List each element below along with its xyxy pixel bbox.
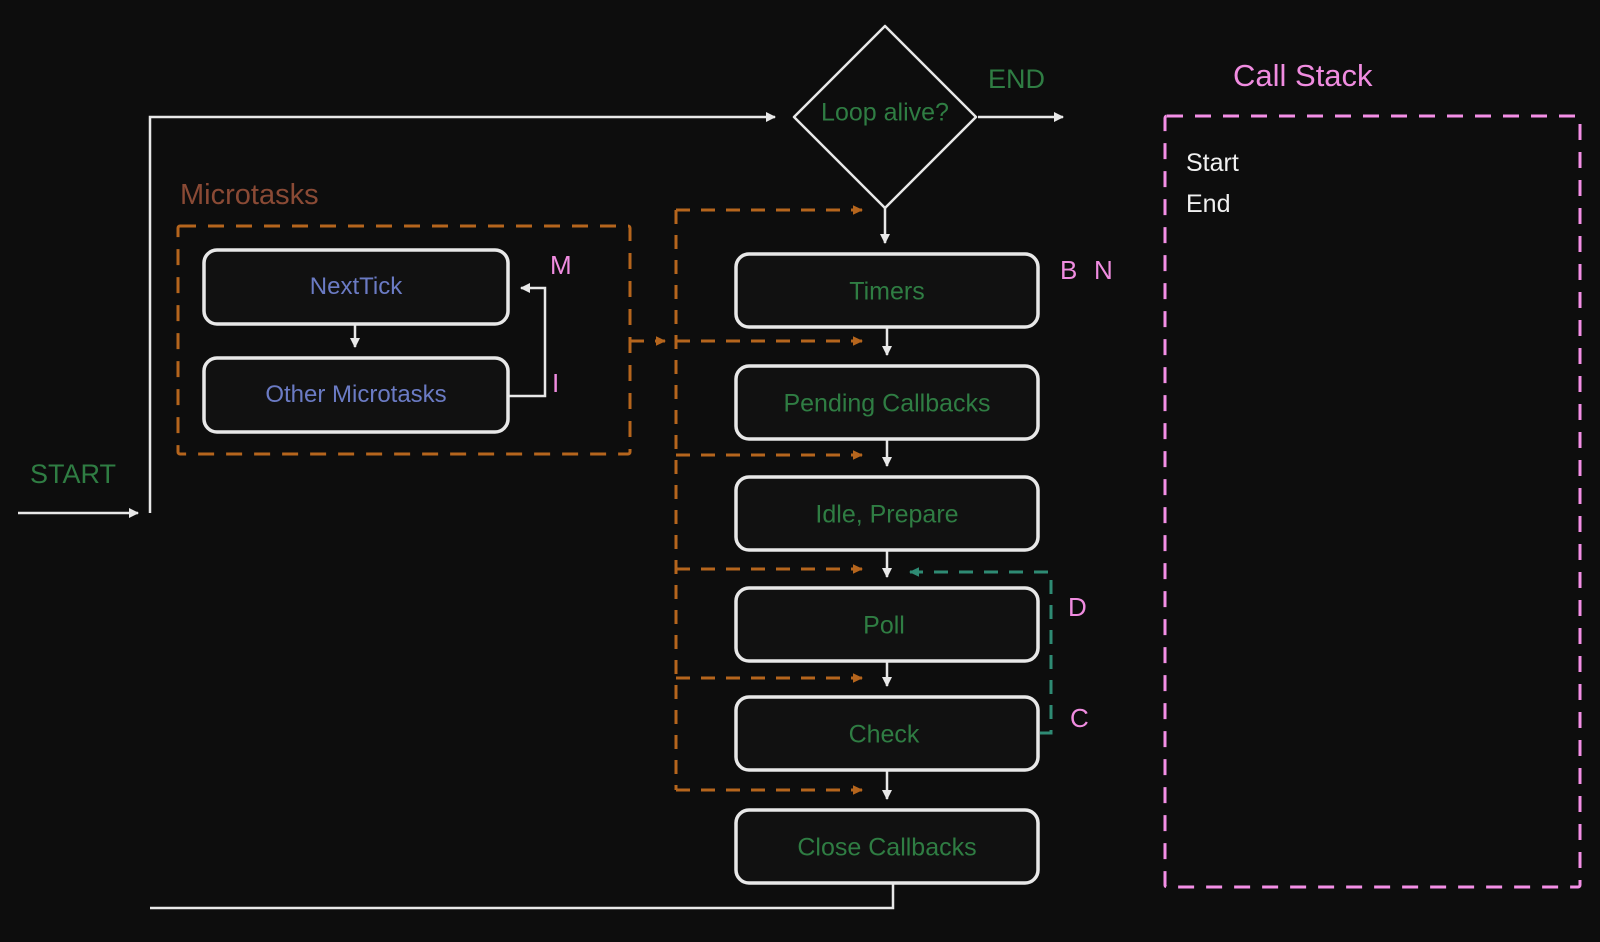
phase-label-timers: Timers — [849, 277, 925, 306]
phase-label-close-callbacks: Close Callbacks — [797, 833, 977, 862]
call-stack-border — [1163, 114, 1582, 889]
loop-return-spine — [148, 112, 776, 513]
microtasks-group-title: Microtasks — [180, 179, 319, 211]
edge-label-B: B — [1060, 255, 1078, 285]
edge-check-back-to-poll — [909, 567, 1053, 735]
call-stack-frame-1: End — [1186, 190, 1231, 218]
end-label: END — [988, 64, 1046, 94]
edge-close-to-loop-return — [150, 883, 895, 910]
edge-label-I: I — [552, 368, 560, 398]
start-label: START — [30, 459, 117, 489]
edge-other-to-nexttick-loop — [508, 283, 547, 398]
edge-label-M: M — [550, 250, 572, 280]
phase-label-idle-prepare: Idle, Prepare — [815, 500, 959, 529]
call-stack-frame-0: Start — [1186, 149, 1239, 177]
microtask-label-nexttick: NextTick — [309, 273, 403, 300]
edge-label-D: D — [1068, 592, 1087, 622]
decision-label: Loop alive? — [821, 98, 949, 127]
microtask-label-other-microtasks: Other Microtasks — [265, 381, 447, 408]
edge-label-N: N — [1094, 255, 1113, 285]
phase-box-close-callbacks — [734, 808, 1040, 885]
edge-label-C: C — [1070, 703, 1089, 733]
call-stack-title: Call Stack — [1233, 58, 1373, 93]
phase-label-pending-callbacks: Pending Callbacks — [783, 389, 991, 418]
phase-label-check: Check — [848, 720, 920, 749]
phase-label-poll: Poll — [863, 611, 905, 640]
